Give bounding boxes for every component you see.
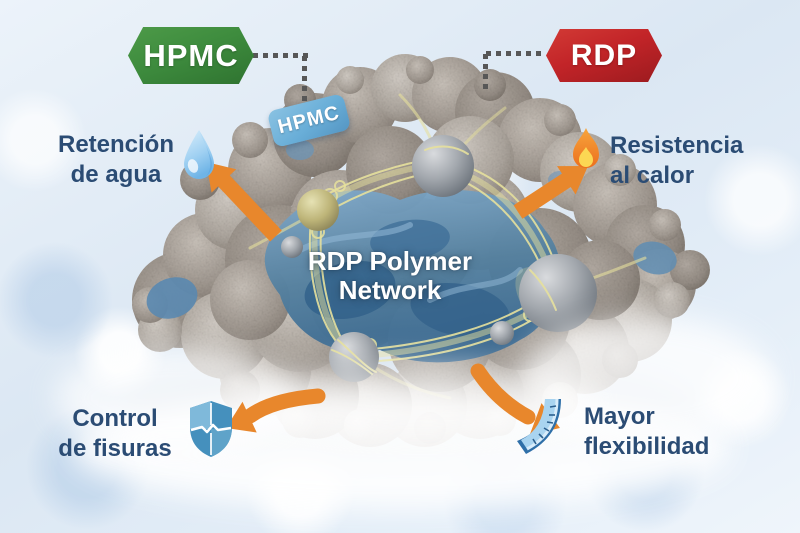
benefit-crack-control-label: Control de fisuras bbox=[44, 404, 186, 464]
center-label: RDP Polymer Network bbox=[290, 247, 490, 305]
water-drop-icon bbox=[184, 130, 214, 179]
arrow-bottom-left bbox=[226, 388, 326, 433]
rdp-connector-horizontal bbox=[486, 51, 544, 56]
bent-ruler-icon bbox=[517, 398, 561, 454]
benefit-line2: flexibilidad bbox=[584, 433, 710, 460]
flame-icon bbox=[573, 128, 599, 168]
hpmc-badge: HPMC bbox=[128, 27, 254, 84]
sphere-right bbox=[519, 254, 597, 332]
benefit-line1: Control bbox=[72, 405, 158, 432]
rdp-badge: RDP bbox=[546, 29, 662, 82]
polymer-spheres bbox=[281, 135, 597, 382]
rdp-connector-vertical bbox=[483, 54, 488, 94]
benefit-line2: de fisuras bbox=[58, 435, 172, 462]
sphere-top bbox=[412, 135, 474, 197]
center-label-line2: Network bbox=[338, 275, 442, 305]
shield-crack-icon bbox=[190, 401, 232, 457]
hpmc-connector-horizontal bbox=[253, 53, 308, 58]
arrow-top-left bbox=[206, 162, 282, 242]
net-overlay bbox=[331, 145, 557, 375]
center-label-line1: RDP Polymer bbox=[307, 246, 473, 276]
blue-polymer bbox=[146, 140, 677, 363]
benefit-water-retention-label: Retención de agua bbox=[42, 130, 190, 190]
benefit-line1: Mayor bbox=[584, 403, 655, 430]
benefit-line1: Retención bbox=[57, 131, 174, 158]
sphere-yellow bbox=[297, 189, 339, 231]
arrow-top-right bbox=[513, 166, 588, 219]
benefit-line1: Resistencia bbox=[610, 132, 744, 159]
benefit-line2: de agua bbox=[70, 161, 162, 188]
benefit-flexibility-label: Mayor flexibilidad bbox=[584, 402, 764, 462]
hpmc-connector-vertical bbox=[302, 56, 307, 102]
benefit-heat-resistance-label: Resistencia al calor bbox=[610, 131, 780, 191]
benefit-line2: al calor bbox=[610, 162, 695, 189]
